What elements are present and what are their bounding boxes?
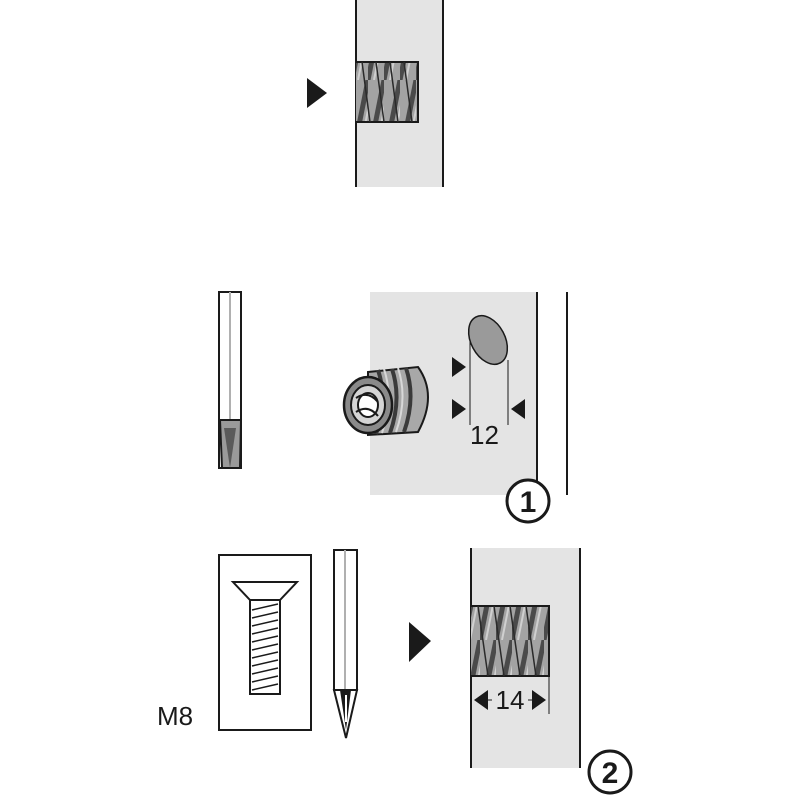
flat-screwdriver-icon — [218, 291, 243, 469]
hole-dimension: 12 — [452, 340, 525, 450]
screw-size-label: M8 — [157, 701, 193, 731]
step-2-section: M8 14 — [157, 548, 633, 795]
insert-dimension: 14 — [470, 676, 550, 715]
drill-hole — [467, 314, 509, 366]
step-2-badge: 2 — [587, 749, 633, 795]
threaded-insert-icon — [471, 605, 550, 677]
phillips-screwdriver-icon — [332, 549, 359, 739]
countersunk-screw-icon — [230, 581, 300, 695]
threaded-insert-icon — [342, 365, 429, 437]
arrow-right-icon — [307, 78, 327, 108]
outer-diameter-label: 14 — [496, 685, 525, 715]
svg-text:1: 1 — [520, 486, 537, 519]
step-1-badge: 1 — [505, 478, 551, 524]
top-panel-section — [307, 0, 444, 187]
hole-diameter-label: 12 — [470, 420, 499, 450]
arrow-right-icon — [409, 622, 431, 662]
svg-text:2: 2 — [602, 757, 619, 790]
threaded-insert-icon — [356, 61, 419, 123]
step-1-section: 12 1 — [218, 291, 568, 524]
